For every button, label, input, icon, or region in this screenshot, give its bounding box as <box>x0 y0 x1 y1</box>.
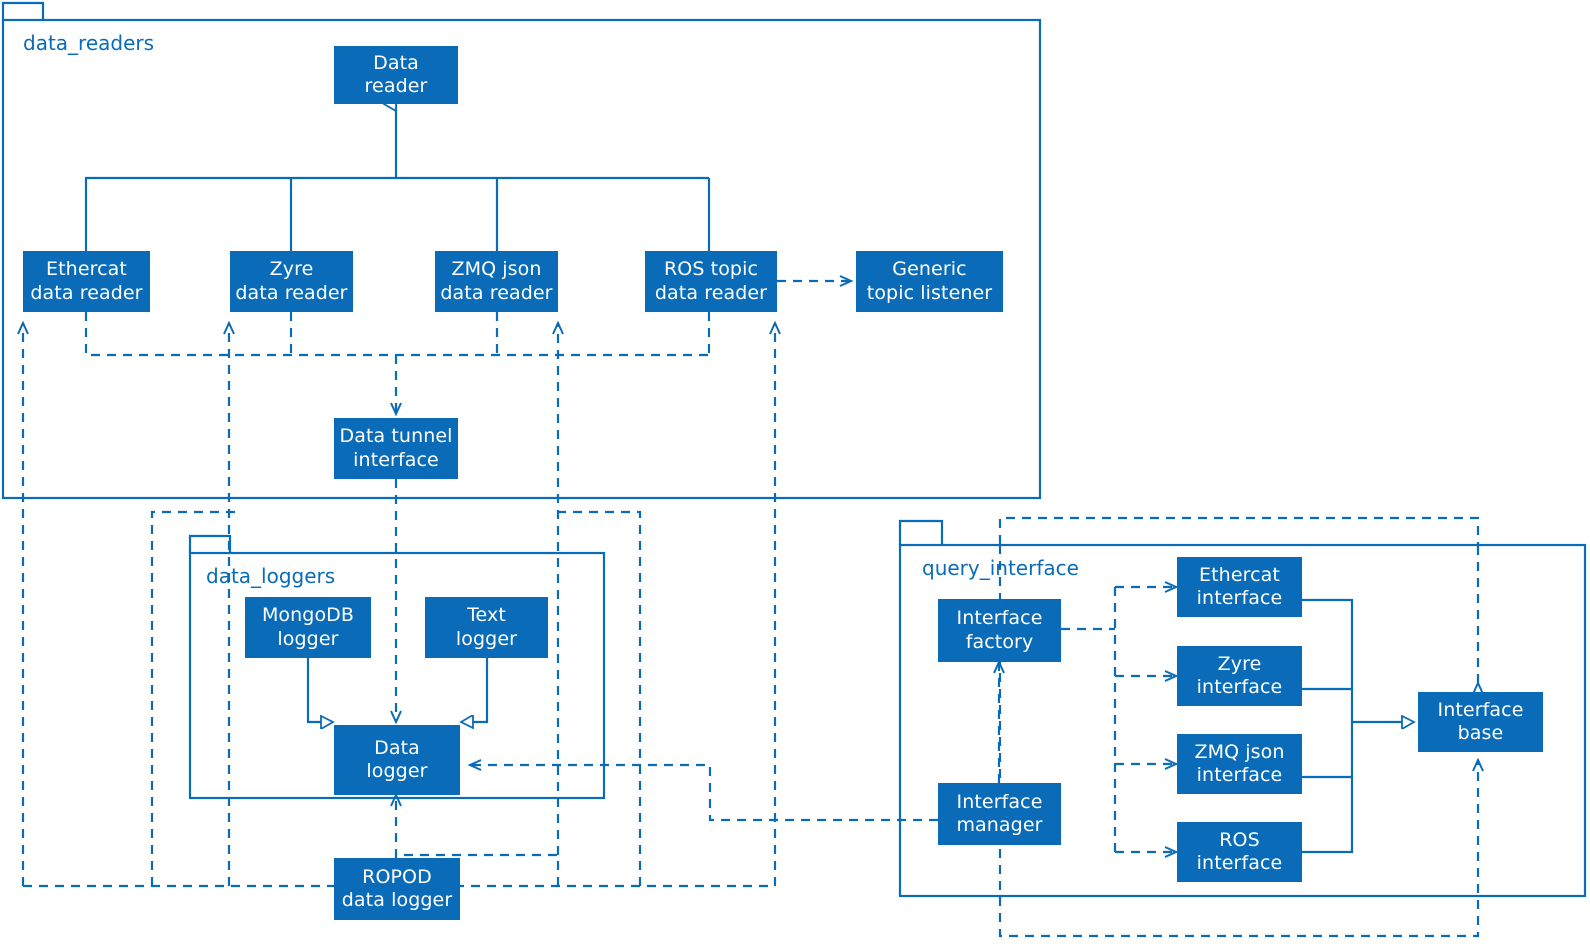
package-frame-query-interface <box>898 519 1587 898</box>
node-generic-topic-listener[interactable]: Generic topic listener <box>856 251 1003 312</box>
dep-interfacebase-outer-loop <box>998 516 1478 938</box>
dep-interfacemanager-datalogger <box>470 765 938 822</box>
node-interface-base-line1: Interface <box>1437 698 1524 721</box>
generalization-mongodb-datalogger <box>306 658 333 722</box>
node-ros-topic-data-reader-line1: ROS topic <box>663 258 759 281</box>
node-text-logger-line2: logger <box>455 627 518 650</box>
node-zyre-interface-line1: Zyre <box>1217 652 1262 675</box>
node-zyre-interface-line2: interface <box>1196 676 1283 698</box>
node-zmq-json-interface-line2: interface <box>1196 764 1283 786</box>
node-data-reader-line2: reader <box>364 75 428 97</box>
node-zmq-json-data-reader[interactable]: ZMQ json data reader <box>435 251 558 312</box>
dep-readers-datatunnel <box>84 312 711 414</box>
node-text-logger-line1: Text <box>467 604 506 627</box>
node-ethercat-data-reader[interactable]: Ethercat data reader <box>23 251 150 312</box>
node-interface-manager-line2: manager <box>956 814 1043 836</box>
node-ros-topic-data-reader-line2: data reader <box>654 281 768 304</box>
node-ros-topic-data-reader[interactable]: ROS topic data reader <box>645 251 777 312</box>
generalization-text-datalogger <box>461 658 489 722</box>
node-zyre-interface[interactable]: Zyre interface <box>1177 646 1302 706</box>
node-ethercat-data-reader-line1: Ethercat <box>46 258 127 281</box>
node-text-logger[interactable]: Text logger <box>425 597 548 658</box>
dep-interfacebase-readers <box>23 323 775 888</box>
node-zyre-data-reader-line1: Zyre <box>269 258 314 281</box>
dep-outer-left-frame <box>150 510 240 886</box>
node-generic-topic-listener-line2: topic listener <box>866 281 993 304</box>
node-mongodb-logger-line1: MongoDB <box>261 604 355 627</box>
node-zmq-json-interface[interactable]: ZMQ json interface <box>1177 734 1302 794</box>
node-zyre-data-reader-line2: data reader <box>235 281 348 304</box>
node-data-logger[interactable]: Data logger <box>334 725 460 795</box>
node-ros-interface-line2: interface <box>1196 852 1283 874</box>
node-interface-factory-line1: Interface <box>956 607 1043 630</box>
node-ethercat-interface[interactable]: Ethercat interface <box>1177 557 1302 617</box>
node-ropod-data-logger-line2: data logger <box>341 889 453 911</box>
generalization-interfaces-base <box>1302 598 1414 854</box>
node-interface-factory-line2: factory <box>965 630 1034 653</box>
dep-factory-interfaces <box>1061 587 1176 852</box>
node-zyre-data-reader[interactable]: Zyre data reader <box>230 251 353 312</box>
package-label-data-loggers: data_loggers <box>206 564 336 588</box>
node-ropod-data-logger[interactable]: ROPOD data logger <box>334 858 460 920</box>
node-ropod-data-logger-line1: ROPOD <box>362 865 432 888</box>
node-data-reader[interactable]: Data reader <box>334 46 458 104</box>
generalization-data-reader-tree <box>84 104 711 251</box>
node-data-reader-line1: Data <box>373 51 419 74</box>
node-zmq-json-interface-line1: ZMQ json <box>1194 740 1285 763</box>
node-ethercat-data-reader-line2: data reader <box>30 281 143 304</box>
node-data-tunnel-interface-line2: interface <box>353 448 439 471</box>
package-frame-data-readers <box>1 1 1042 500</box>
node-data-tunnel-interface[interactable]: Data tunnel interface <box>334 418 458 479</box>
node-mongodb-logger-line2: logger <box>277 627 339 650</box>
node-data-logger-line1: Data <box>374 736 420 759</box>
node-interface-factory[interactable]: Interface factory <box>938 599 1061 662</box>
node-interface-base[interactable]: Interface base <box>1418 692 1543 752</box>
node-interface-base-line2: base <box>1457 722 1504 744</box>
node-ros-interface-line1: ROS <box>1219 828 1260 851</box>
dep-outer-right-frame <box>558 510 642 886</box>
node-ros-interface[interactable]: ROS interface <box>1177 822 1302 882</box>
node-generic-topic-listener-line1: Generic <box>892 258 967 281</box>
node-zmq-json-data-reader-line1: ZMQ json <box>451 258 542 281</box>
node-interface-manager[interactable]: Interface manager <box>938 783 1061 845</box>
package-label-query-interface: query_interface <box>922 556 1079 580</box>
node-data-tunnel-interface-line1: Data tunnel <box>339 425 453 448</box>
node-ethercat-interface-line1: Ethercat <box>1199 563 1280 586</box>
node-ethercat-interface-line2: interface <box>1196 587 1283 609</box>
node-mongodb-logger[interactable]: MongoDB logger <box>245 597 371 658</box>
package-label-data-readers: data_readers <box>23 31 155 55</box>
node-data-logger-line2: logger <box>366 760 428 782</box>
node-interface-manager-line1: Interface <box>956 790 1043 813</box>
node-zmq-json-data-reader-line2: data reader <box>440 281 553 304</box>
